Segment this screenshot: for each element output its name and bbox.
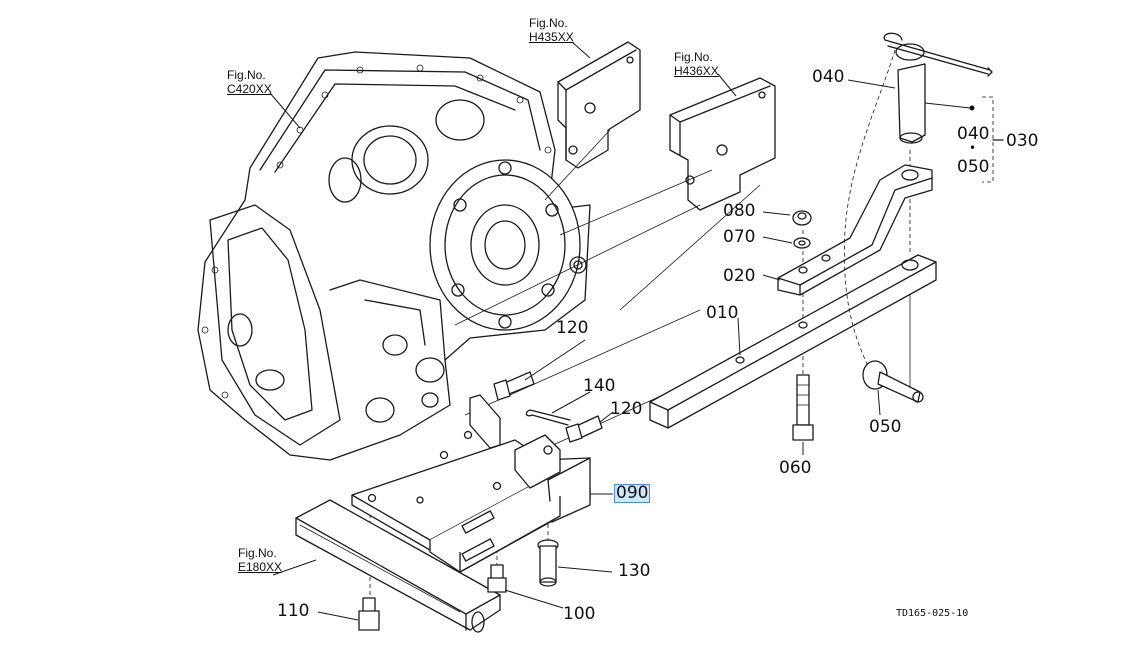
callout-020[interactable]: 020 bbox=[723, 266, 756, 286]
callout-040-group[interactable]: 040 bbox=[957, 124, 990, 144]
bolt-060 bbox=[792, 374, 814, 441]
hitch-020 bbox=[777, 164, 933, 296]
clip-050 bbox=[862, 360, 924, 403]
callout-040[interactable]: 040 bbox=[812, 67, 845, 87]
frame-e180 bbox=[295, 499, 501, 633]
fig-ref-h436: Fig.No. H436XX bbox=[674, 50, 719, 78]
fig-ref-c420-bottom[interactable]: C420XX bbox=[227, 82, 272, 96]
callout-050[interactable]: 050 bbox=[869, 417, 902, 437]
callout-130[interactable]: 130 bbox=[618, 561, 651, 581]
fig-ref-e180-bottom[interactable]: E180XX bbox=[238, 560, 283, 574]
callout-120-lower[interactable]: 120 bbox=[610, 399, 643, 419]
fig-ref-h436-top: Fig.No. bbox=[674, 50, 713, 64]
callout-100[interactable]: 100 bbox=[563, 604, 596, 624]
bolt-120-a bbox=[493, 371, 535, 401]
fig-ref-e180-top: Fig.No. bbox=[238, 546, 277, 560]
transmission-housing bbox=[197, 51, 591, 461]
snap-pin-140 bbox=[525, 409, 571, 426]
fig-ref-h435: Fig.No. H435XX bbox=[529, 16, 574, 44]
bracket-plate-h436 bbox=[669, 77, 776, 211]
leader-lines bbox=[269, 41, 975, 621]
callout-060[interactable]: 060 bbox=[779, 458, 812, 478]
callout-030[interactable]: 030 bbox=[1006, 131, 1039, 151]
pin-130 bbox=[537, 539, 559, 587]
bolt-120-b bbox=[565, 415, 603, 443]
drawbar-bracket-090 bbox=[351, 394, 591, 573]
callout-group-separator: • bbox=[969, 141, 977, 155]
chain bbox=[844, 49, 896, 371]
callout-080[interactable]: 080 bbox=[723, 201, 756, 221]
bolt-100 bbox=[487, 564, 507, 593]
washer-070 bbox=[793, 237, 811, 249]
pin-040 bbox=[883, 32, 993, 144]
fig-ref-c420: Fig.No. C420XX bbox=[227, 68, 272, 96]
fig-ref-e180: Fig.No. E180XX bbox=[238, 546, 282, 574]
group-bracket-030 bbox=[982, 96, 994, 183]
drawbar-010 bbox=[649, 254, 937, 429]
callout-050-group[interactable]: 050 bbox=[957, 157, 990, 177]
callout-120-upper[interactable]: 120 bbox=[556, 318, 589, 338]
fig-ref-c420-top: Fig.No. bbox=[227, 68, 266, 82]
callout-010[interactable]: 010 bbox=[706, 303, 739, 323]
bolt-110 bbox=[358, 597, 380, 631]
fig-ref-h435-top: Fig.No. bbox=[529, 16, 568, 30]
fig-ref-h436-bottom[interactable]: H436XX bbox=[674, 64, 719, 78]
nut-080 bbox=[792, 210, 812, 226]
fig-ref-h435-bottom[interactable]: H435XX bbox=[529, 30, 574, 44]
callout-090-highlighted[interactable]: 090 bbox=[613, 483, 651, 503]
callout-110[interactable]: 110 bbox=[277, 601, 310, 621]
bracket-plate-h435 bbox=[557, 41, 641, 169]
callout-140[interactable]: 140 bbox=[583, 376, 616, 396]
callout-070[interactable]: 070 bbox=[723, 227, 756, 247]
drawing-reference-number: TD165-025-10 bbox=[896, 608, 969, 619]
